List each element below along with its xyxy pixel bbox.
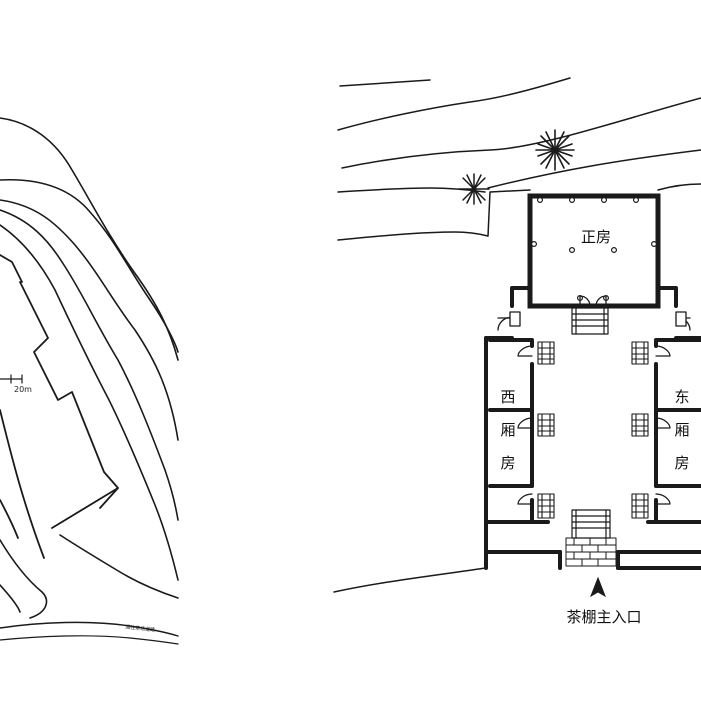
west-wing-doors [517,345,533,505]
building-wall [0,254,23,283]
road-edge [0,621,179,637]
contour-line [0,199,179,441]
entrance-arrow-icon [590,576,606,598]
terrain-contours [333,77,701,593]
main-hall-doors [579,295,607,307]
contour-line [0,178,179,353]
site-contour-lines [0,117,179,619]
east-wing: 东 厢 房 [631,338,701,524]
east-wing-steps [631,341,649,519]
terrain-contour [657,183,701,191]
east-wing-doors [655,345,671,505]
contour-line [0,117,179,361]
entrance-label: 茶棚主入口 [566,608,641,626]
terrain-contour [333,567,487,593]
main-hall: 正房 [527,193,661,309]
contour-line [0,539,48,619]
building-wall [19,281,119,529]
main-hall-steps [571,307,609,335]
entrance-paving [565,537,617,567]
east-wing-label-char: 厢 [674,421,689,439]
west-wing-label-char: 厢 [500,421,515,439]
west-wing: 西 厢 房 [488,338,555,524]
west-wing-label-char: 西 [500,388,515,406]
entrance-steps [565,509,617,567]
terrain-contour [487,189,531,237]
terrain-contour [337,77,571,131]
building-outline [0,254,119,559]
terrain-contour [341,97,701,169]
floor-plan: 正房 [333,77,701,626]
main-hall-label: 正房 [581,228,611,246]
building-wall [99,487,119,509]
scale-label: 20m [14,385,32,394]
east-wing-label-char: 东 [674,388,689,406]
tree-small [458,173,490,205]
east-wing-label-char: 房 [674,454,689,472]
building-wall [0,499,19,539]
main-hall-wall [527,193,661,309]
site-plan: 20m 通往茶场道路 [0,117,179,645]
main-hall-columns [530,197,657,302]
road-label: 通往茶场道路 [125,623,156,633]
terrain-contour [339,79,431,87]
contour-line [59,534,179,599]
terrain-contour [337,187,486,193]
terrain-contour [337,231,489,241]
road-edge [0,635,179,645]
contour-line [0,584,21,613]
west-wing-label-char: 房 [500,454,515,472]
building-wall [0,409,45,559]
access-road: 通往茶场道路 [0,621,179,645]
terrain-contour [487,149,701,189]
west-wing-steps [537,341,555,519]
scale-bar: 20m [0,374,32,394]
contour-line [0,224,179,581]
contour-line [0,209,179,521]
tree-large [535,129,575,171]
